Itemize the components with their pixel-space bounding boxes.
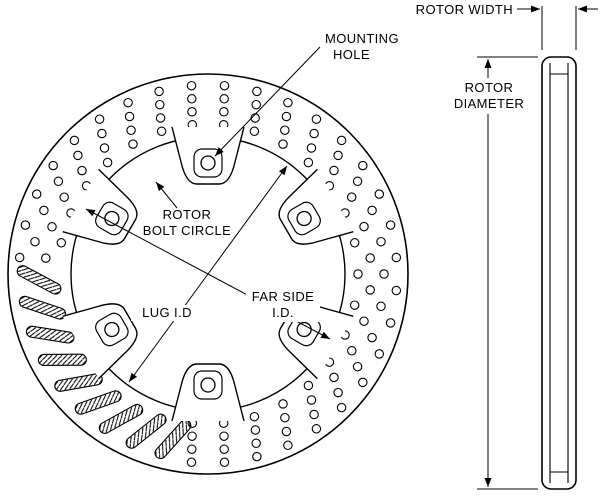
rotor-width-dimension [517, 5, 598, 50]
label-mounting-hole-2: HOLE [333, 47, 370, 62]
rotor-side-view [541, 56, 577, 490]
label-bolt-circle-2: BOLT CIRCLE [143, 223, 231, 238]
label-rotor-diameter-2: DIAMETER [454, 96, 524, 111]
label-far-side-2: I.D. [272, 305, 294, 320]
label-lug-id: LUG I.D [142, 305, 192, 320]
far-side-id-line-upleft [85, 208, 209, 275]
front-dimension-lines [85, 46, 331, 383]
bolt-circle-leader [155, 181, 178, 209]
lug-id-line-downleft [128, 273, 209, 383]
mounting-hole-leader [214, 46, 321, 157]
rotor-outer-edge [7, 73, 409, 475]
label-bg-far-side [246, 289, 320, 322]
rotor-diameter-dimension [477, 56, 538, 490]
label-rotor-diameter-1: ROTOR [465, 80, 514, 95]
label-far-side-1: FAR SIDE [252, 289, 314, 304]
label-mounting-hole-1: MOUNTING [325, 31, 399, 46]
side-view-outline [541, 56, 577, 490]
label-bg-rotor-diameter [448, 78, 530, 114]
label-bg-lug-id [131, 305, 203, 321]
label-bolt-circle-1: ROTOR [163, 207, 212, 222]
drill-holes [14, 80, 402, 468]
slot-hatching [16, 265, 192, 460]
lug-id-line-upright [207, 165, 288, 275]
rotor-front-view [7, 73, 409, 475]
mounting-tabs [62, 126, 354, 422]
label-rotor-width: ROTOR WIDTH [416, 2, 513, 17]
labels: MOUNTING HOLE ROTOR WIDTH ROTOR DIAMETER… [131, 2, 530, 322]
